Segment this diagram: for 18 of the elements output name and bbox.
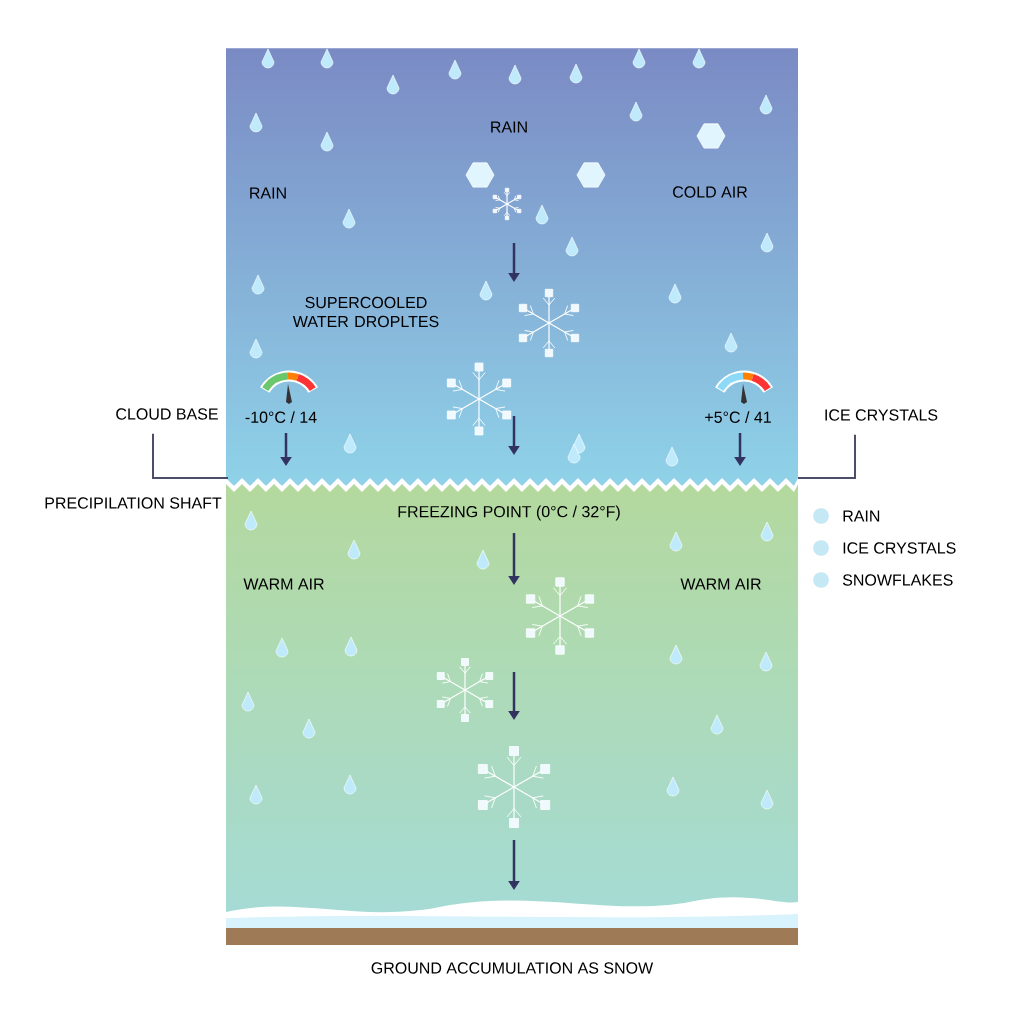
text-label: RAIN (250, 187, 286, 199)
callout-label: ICE CRYSTALS (825, 409, 938, 421)
text-label: SUPERCOOLED WATER DROPLTES (292, 296, 439, 328)
text-label: PRECIPILATION SHAFT (45, 497, 222, 509)
text-label: RAIN (491, 121, 527, 133)
callout-label: CLOUD BASE (116, 408, 218, 420)
text-label: -10°C / 14 (245, 411, 317, 423)
text-label: +5°C / 41 (705, 411, 771, 423)
text-label: GROUND ACCUMULATION AS SNOW (371, 962, 654, 974)
text-label: COLD AIR (673, 186, 748, 198)
legend-text: SNOWFLAKES (842, 574, 953, 586)
text-label: WARM AIR (680, 578, 761, 590)
text-label: WARM AIR (243, 578, 324, 590)
leader-line (152, 432, 229, 479)
legend-text: ICE CRYSTALS (843, 542, 956, 554)
legend-text: RAIN (843, 510, 880, 522)
leader-line (797, 433, 856, 479)
text-label: FREEZING POINT (0°C / 32°F) (398, 505, 620, 521)
